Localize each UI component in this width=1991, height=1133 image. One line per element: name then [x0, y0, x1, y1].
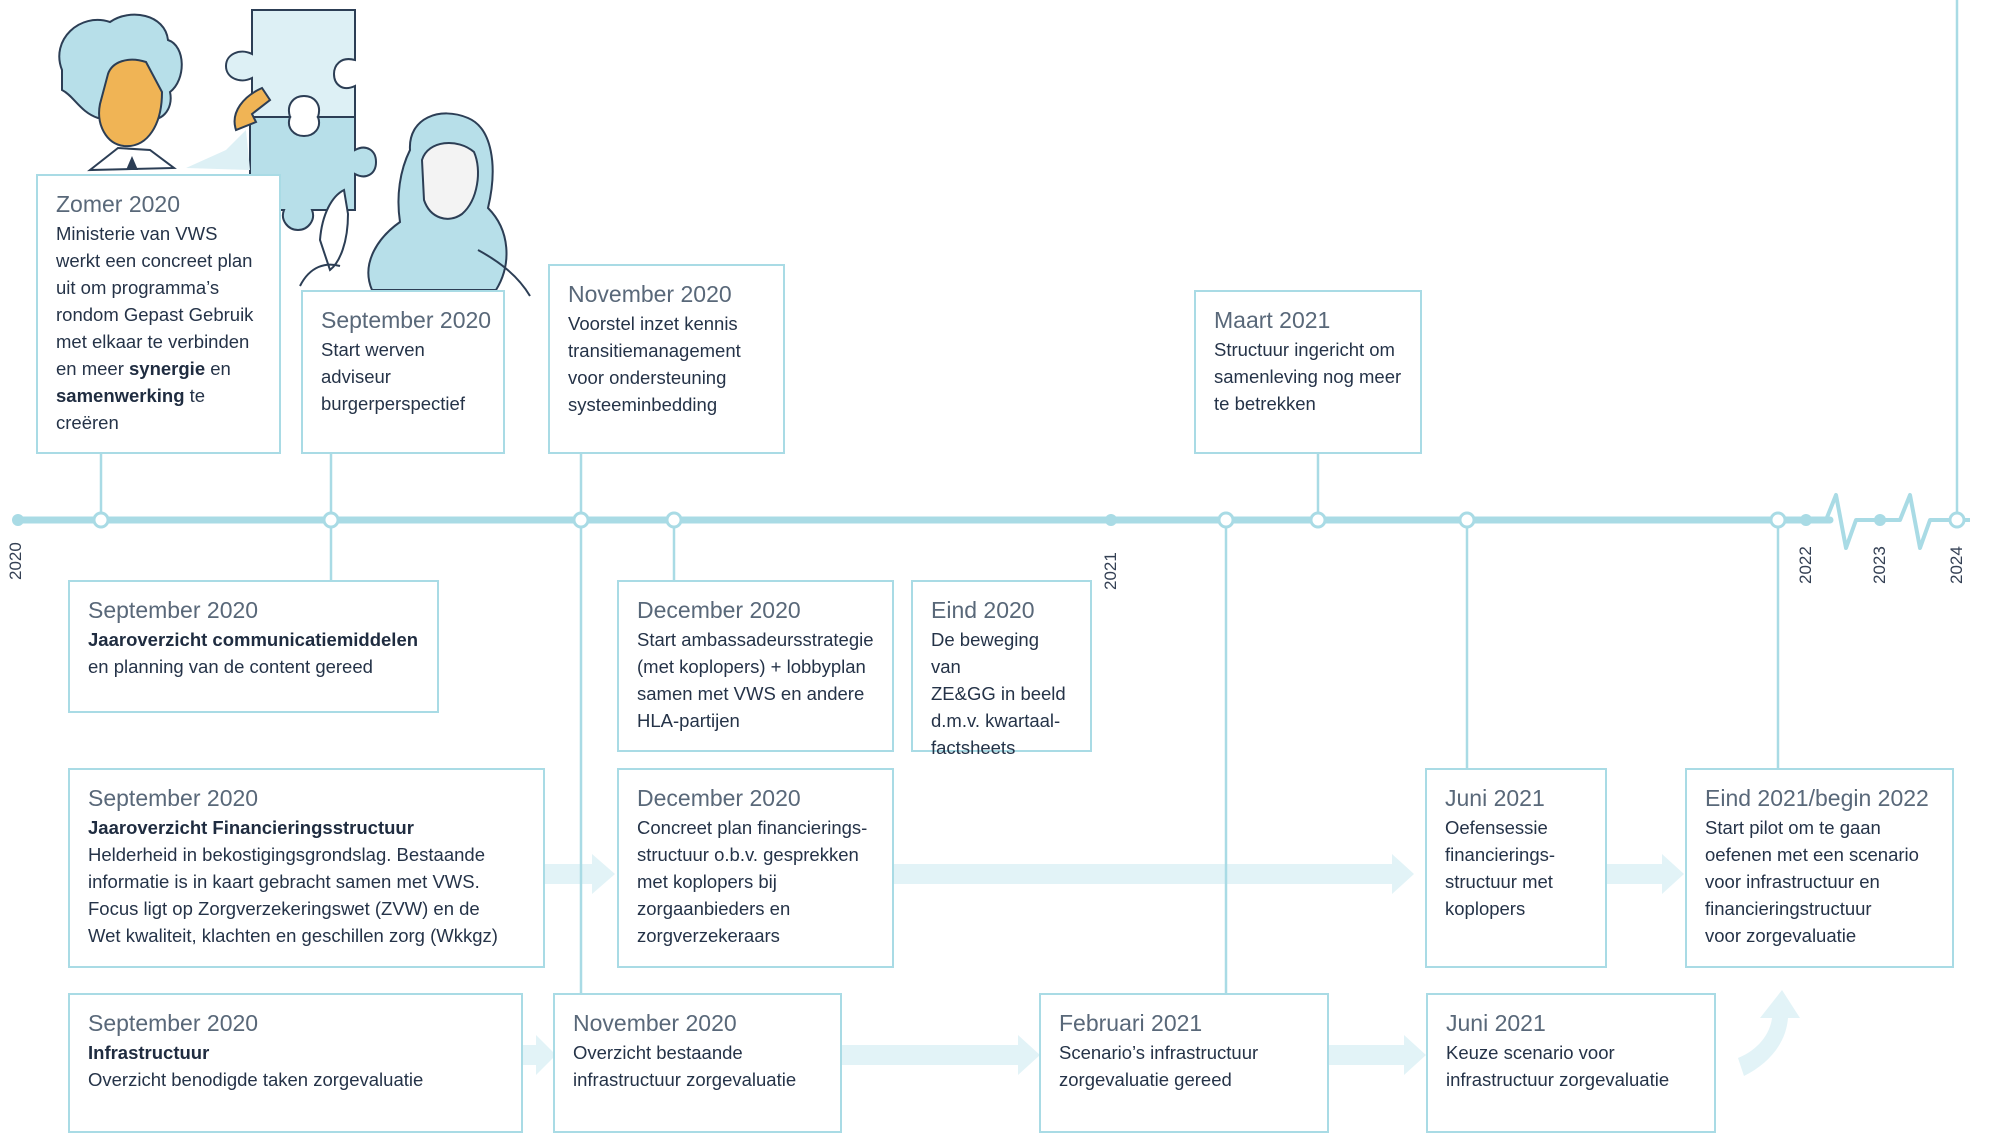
- flow-arrow: [840, 1035, 1040, 1075]
- flow-arrow: [521, 1035, 556, 1075]
- event-zomer-2020: Zomer 2020 Ministerie van VWS werkt een …: [36, 174, 281, 454]
- event-september-2020-communicatie: September 2020 Jaaroverzicht communicati…: [68, 580, 439, 713]
- event-heading: Juni 2021: [1445, 785, 1545, 811]
- year-label-2020: 2020: [6, 542, 25, 580]
- flow-arrow: [1604, 854, 1684, 894]
- event-heading: November 2020: [568, 281, 732, 307]
- flow-arrow: [543, 854, 615, 894]
- year-label-2023: 2023: [1870, 546, 1889, 584]
- event-body: Start ambassadeursstrategie (met koplope…: [637, 629, 874, 731]
- event-body: Overzicht bestaande infrastructuur zorge…: [573, 1042, 797, 1090]
- event-februari-2021: Februari 2021 Scenario’s infrastructuur …: [1039, 993, 1329, 1133]
- event-september-2020-infrastructuur: September 2020 Infrastructuur Overzicht …: [68, 993, 523, 1133]
- year-label-2024: 2024: [1947, 546, 1966, 584]
- event-heading: Februari 2021: [1059, 1010, 1203, 1036]
- event-body: Concreet plan financierings- structuur o…: [637, 817, 868, 946]
- connectors: [99, 0, 1959, 995]
- event-september-2020-financiering: September 2020 Jaaroverzicht Financierin…: [68, 768, 545, 968]
- event-body: Structuur ingericht om samenleving nog m…: [1214, 339, 1402, 414]
- event-november-2020-kennis: November 2020 Voorstel inzet kennis tran…: [548, 264, 785, 454]
- event-heading: September 2020: [88, 1010, 259, 1036]
- event-december-2020-ambassadeurs: December 2020 Start ambassadeursstrategi…: [617, 580, 894, 752]
- event-body: Start werven adviseur burgerperspectief: [321, 339, 465, 414]
- flow-arrow: [892, 854, 1414, 894]
- event-heading: December 2020: [637, 785, 801, 811]
- event-heading: Juni 2021: [1446, 1010, 1546, 1036]
- person-illustration-left: [58, 13, 272, 172]
- event-november-2020-infrastructuur: November 2020 Overzicht bestaande infras…: [553, 993, 842, 1133]
- person-illustration-right: [299, 112, 531, 297]
- timeline-markers: [12, 511, 1966, 529]
- event-heading: Zomer 2020: [56, 191, 181, 217]
- year-label-2021: 2021: [1101, 552, 1120, 590]
- event-eind-2021-begin-2022: Eind 2021/begin 2022 Start pilot om te g…: [1685, 768, 1954, 968]
- flow-arrows: [521, 854, 1800, 1076]
- event-heading: September 2020: [88, 597, 259, 623]
- event-juni-2021-oefensessie: Juni 2021 Oefensessie financierings- str…: [1425, 768, 1607, 968]
- event-heading: December 2020: [637, 597, 801, 623]
- event-body: De beweging van ZE&GG in beeld d.m.v. kw…: [931, 629, 1066, 758]
- event-heading: Maart 2021: [1214, 307, 1331, 333]
- curved-arrow: [1738, 990, 1800, 1076]
- event-heading: Eind 2020: [931, 597, 1035, 623]
- event-eind-2020: Eind 2020 De beweging van ZE&GG in beeld…: [911, 580, 1092, 758]
- event-december-2020-financiering: December 2020 Concreet plan financiering…: [617, 768, 894, 968]
- event-body: Voorstel inzet kennis transitiemanagemen…: [568, 313, 741, 415]
- event-heading: November 2020: [573, 1010, 737, 1036]
- event-maart-2021: Maart 2021 Structuur ingericht om samenl…: [1194, 290, 1422, 454]
- event-body: Jaaroverzicht Financieringsstructuur Hel…: [88, 817, 498, 946]
- event-juni-2021-keuze: Juni 2021 Keuze scenario voor infrastruc…: [1426, 993, 1716, 1133]
- event-september-2020-adviseur: September 2020 Start werven adviseur bur…: [301, 290, 505, 454]
- event-body: Scenario’s infrastructuur zorgevaluatie …: [1059, 1042, 1259, 1090]
- event-heading: September 2020: [88, 785, 259, 811]
- event-heading: September 2020: [321, 307, 492, 333]
- event-body: Infrastructuur Overzicht benodigde taken…: [88, 1042, 424, 1090]
- event-body: Keuze scenario voor infrastructuur zorge…: [1446, 1042, 1670, 1090]
- event-body: Start pilot om te gaan oefenen met een s…: [1705, 817, 1919, 946]
- flow-arrow: [1328, 1035, 1426, 1075]
- event-heading: Eind 2021/begin 2022: [1705, 785, 1929, 811]
- event-body: Ministerie van VWS werkt een concreet pl…: [56, 223, 254, 433]
- event-body: Oefensessie financierings- structuur met…: [1445, 817, 1556, 919]
- year-label-2022: 2022: [1796, 546, 1815, 584]
- event-body: Jaaroverzicht communicatiemiddelen en pl…: [88, 629, 419, 677]
